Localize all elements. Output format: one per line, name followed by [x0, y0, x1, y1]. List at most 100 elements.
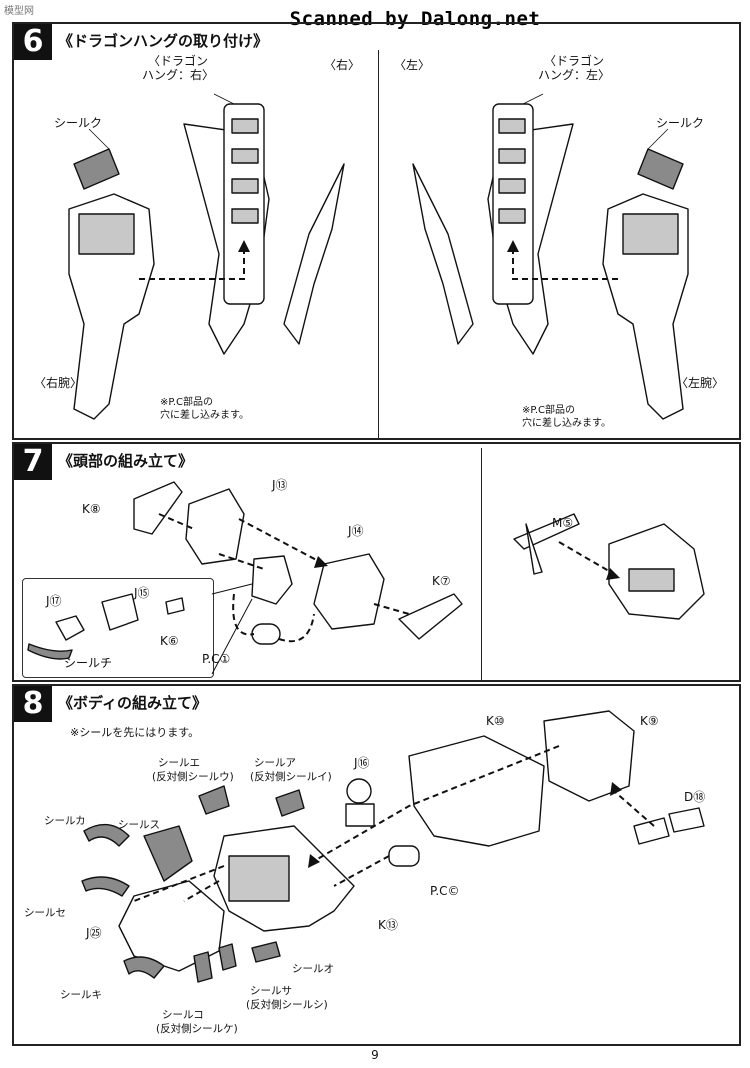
part-label-k7: K⑦	[432, 574, 451, 588]
sticker-su-shape	[143, 825, 193, 882]
part-label-j25: J㉕	[86, 926, 102, 940]
step7-illustration	[27, 481, 705, 675]
part-label-pc1: P.C①	[202, 652, 231, 666]
step7-number: 7	[14, 444, 52, 480]
step8-number: 8	[14, 686, 52, 722]
part-label-j14: J⑭	[348, 524, 364, 538]
part-label-k13: K⑬	[378, 918, 398, 932]
step6-arm-left-label: 〈左腕〉	[676, 376, 725, 390]
part-j13	[185, 488, 245, 565]
sticker-ku-right	[73, 148, 120, 190]
step7-panel: 7 《頭部の組み立て》	[12, 442, 741, 682]
step6-left-guide-arrow	[512, 249, 618, 280]
part-k8	[133, 481, 183, 535]
sticker-e-shape	[198, 785, 230, 815]
part-label-pcc: P.C©	[430, 884, 460, 898]
step8-note: ※シールを先にはります。	[70, 726, 200, 739]
step8-guide-pcc	[333, 855, 390, 887]
part-pcc	[388, 845, 420, 867]
step8-panel: 8 《ボディの組み立て》 ※シールを先にはります。	[12, 684, 741, 1046]
step8-illustration	[81, 710, 705, 983]
part-head-core	[251, 555, 293, 605]
step6-pc-note-left: ※P.C部品の 穴に差し込みます。	[522, 405, 611, 429]
sticker-ka-shape	[83, 823, 130, 847]
sticker-o-shape	[251, 941, 281, 963]
dragon-hang-right-blade-outer	[283, 163, 345, 345]
part-pc1	[251, 623, 281, 645]
step6-pc-note-right: ※P.C部品の 穴に差し込みます。	[160, 397, 249, 421]
part-label-j16: J⑯	[354, 756, 370, 770]
step8-title: 《ボディの組み立て》	[58, 694, 207, 712]
step6-arm-right-label: 〈右腕〉	[34, 376, 83, 390]
page-number: 9	[371, 1048, 379, 1062]
sticker-label-ki: シールキ	[60, 989, 102, 1001]
part-k7	[398, 593, 463, 640]
part-label-k6: K⑥	[160, 634, 179, 648]
scan-credit: Scanned by Dalong.net	[289, 8, 541, 30]
dragon-hang-left-blade-outer	[412, 163, 474, 345]
step7-guide-core	[218, 553, 265, 570]
step7-guide-k7	[373, 603, 410, 615]
part-label-k9: K⑨	[640, 714, 659, 728]
sticker-ku-left	[637, 148, 684, 190]
part-j16-base	[345, 803, 375, 827]
sticker-label-sa-rev: (反対側シールシ)	[246, 999, 328, 1011]
step6-title: 《ドラゴンハングの取り付け》	[58, 32, 269, 50]
step6-sticker-right-label: シールク	[54, 116, 103, 130]
part-j16-ball	[346, 778, 372, 804]
sticker-se-shape	[81, 876, 130, 897]
step6-dragon-left-label: 〈ドラゴン ハング：左〉	[538, 54, 611, 82]
step7-guide-pc1b	[278, 613, 315, 643]
sticker-label-ko: シールコ	[162, 1009, 204, 1021]
sticker-label-e: シールエ	[158, 757, 200, 769]
sticker-chi-shape	[27, 643, 73, 660]
part-label-k8: K⑧	[82, 502, 101, 516]
part-k9	[543, 710, 635, 802]
step6-illustration	[68, 93, 689, 420]
part-label-d18: D⑱	[684, 790, 706, 804]
step8-guide-d18	[613, 790, 655, 827]
part-j17	[55, 615, 85, 641]
step6-side-left-label: 〈左〉	[394, 58, 431, 72]
step7-center-divider	[481, 448, 482, 680]
part-label-j13: J⑬	[272, 478, 288, 492]
step8-guide-j25b	[133, 865, 225, 902]
step6-right-guide-arrow	[139, 249, 245, 280]
part-label-m5: M⑤	[552, 516, 574, 530]
part-label-sticker-chi: シールチ	[64, 656, 113, 670]
step6-number: 6	[14, 24, 52, 60]
sticker-a-shape	[275, 789, 305, 817]
step7-guide-m5	[558, 541, 615, 575]
step7-guide-k8	[158, 513, 195, 530]
sticker-ko-shape	[193, 951, 213, 983]
sticker-label-se: シールセ	[24, 907, 66, 919]
part-d18-b	[668, 807, 705, 833]
step8-guide-k10	[313, 745, 560, 862]
step7-sub-assembly-box	[22, 578, 214, 678]
part-k10	[408, 735, 545, 847]
sticker-label-o: シールオ	[292, 963, 334, 975]
sticker-ki-shape	[123, 956, 165, 979]
part-label-j17: J⑰	[46, 594, 62, 608]
step7-title: 《頭部の組み立て》	[58, 452, 194, 470]
step6-panel: 6 《ドラゴンハングの取り付け》	[12, 22, 741, 440]
step7-guide-pc1	[232, 593, 255, 636]
sticker-label-ka: シールカ	[44, 815, 86, 827]
sticker-label-sa: シールサ	[250, 985, 292, 997]
sticker-label-a: シールア	[254, 757, 296, 769]
step8-guide-j25	[183, 880, 220, 902]
corner-mark: 模型网	[4, 6, 34, 17]
sticker-label-e-rev: (反対側シールウ)	[152, 771, 234, 783]
sticker-label-a-rev: (反対側シールイ)	[250, 771, 332, 783]
step6-side-right-label: 〈右〉	[324, 58, 361, 72]
step6-center-divider	[378, 50, 379, 438]
part-j14	[313, 553, 385, 630]
part-k6	[165, 597, 185, 615]
part-label-k10: K⑩	[486, 714, 505, 728]
part-j15	[101, 593, 139, 631]
part-d18-a	[633, 817, 670, 845]
step6-dragon-right-label: 〈ドラゴン ハング：右〉	[142, 54, 215, 82]
step6-sticker-left-label: シールク	[656, 116, 705, 130]
part-label-j15: J⑮	[134, 586, 150, 600]
sticker-sa-shape	[218, 943, 237, 971]
